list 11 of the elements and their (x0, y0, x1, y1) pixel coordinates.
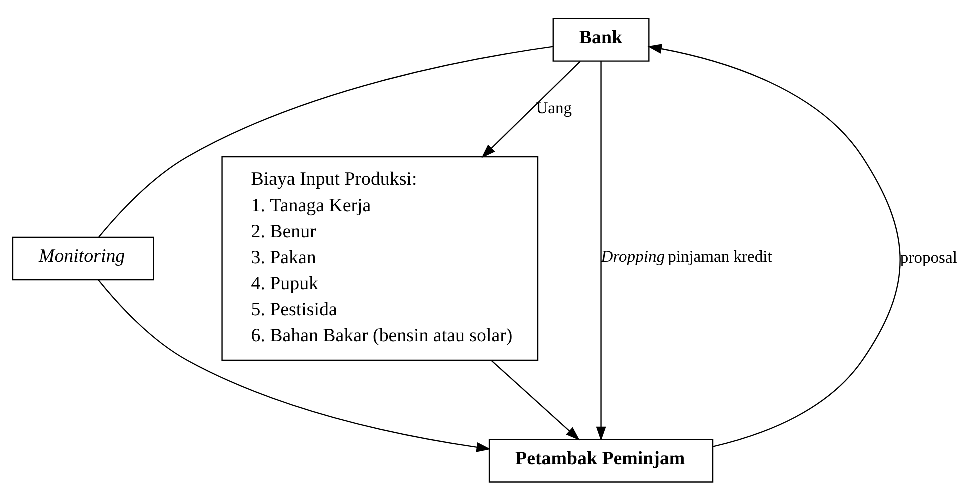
node-box: Monitoring (12, 236, 154, 281)
arrow (491, 360, 580, 441)
arrow (596, 61, 606, 442)
arrow (648, 44, 901, 448)
edge-label: Uang (536, 98, 572, 118)
node-box: Petambak Peminjam (488, 439, 714, 483)
node-box: Biaya Input Produksi: 1. Tanaga Kerja 2. Benur 3. Pakan 4. Pupuk 5. Pestisida 6. Bahan Bakar (bensin atau solar) (222, 156, 539, 362)
connector (98, 46, 554, 238)
arrow (482, 61, 581, 158)
arrow (98, 280, 491, 452)
node-box: Bank (552, 18, 650, 62)
